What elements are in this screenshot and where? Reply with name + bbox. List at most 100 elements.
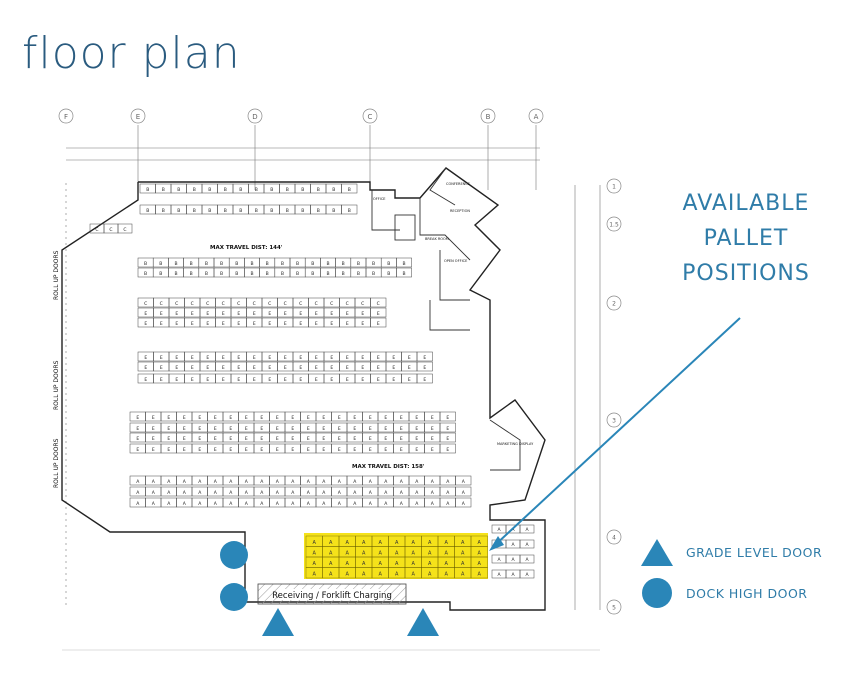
rack-cell-label: E <box>315 365 318 371</box>
rack-cell-label: C <box>268 301 271 307</box>
rack-cell-label: E <box>214 415 217 421</box>
grid-bubble-label: D <box>252 113 257 121</box>
rack-cell-label: E <box>369 447 372 453</box>
rack-cell-label: B <box>326 261 329 267</box>
rack-cell <box>439 432 456 443</box>
rack-cell-label: B <box>250 271 253 277</box>
rack-cell-label: B <box>208 208 211 214</box>
legend-grade-level-door: GRADE LEVEL DOOR <box>640 537 822 567</box>
pallet-cell-label: A <box>362 551 366 557</box>
rack-cell-label: E <box>198 436 201 442</box>
grade-level-door-marker <box>262 608 294 636</box>
rack-cell-label: A <box>245 501 249 507</box>
rack-cell-label: E <box>160 377 163 383</box>
rack-cell-label: B <box>387 261 390 267</box>
dock-high-door-marker <box>220 583 248 611</box>
rack-cell-label: E <box>353 415 356 421</box>
rack-cell-label: A <box>446 501 450 507</box>
rack-cell-label: E <box>198 415 201 421</box>
rack-cell-label: A <box>167 490 171 496</box>
rack-cell-label: E <box>175 355 178 361</box>
rack-cell-label: E <box>175 311 178 317</box>
rack-cell-label: E <box>299 311 302 317</box>
rack-cell-label: E <box>284 365 287 371</box>
rack-cell-label: C <box>160 301 163 307</box>
rack-cell-label: A <box>497 557 501 563</box>
rack-cell-label: A <box>276 490 280 496</box>
row-bubble-label: 1.5 <box>609 222 619 229</box>
pallet-cell-label: A <box>313 561 317 567</box>
rack-cell-label: A <box>384 501 388 507</box>
rack-cell-label: A <box>198 490 202 496</box>
rack-cell-label: C <box>237 301 240 307</box>
rack-cell <box>370 307 387 318</box>
callout-line-2: PALLET <box>703 226 789 251</box>
rack-cell-label: A <box>446 490 450 496</box>
rack-cell-label: C <box>377 301 380 307</box>
rack-cell <box>519 539 535 549</box>
rack-cell-label: E <box>330 321 333 327</box>
rack-cell-label: E <box>346 355 349 361</box>
rack-cell <box>455 497 472 508</box>
rack-cell-label: E <box>245 415 248 421</box>
rack-cell-label: B <box>162 208 165 214</box>
rack-cell-label: E <box>307 415 310 421</box>
rack-cell-label: B <box>205 261 208 267</box>
rack-cell-label: A <box>276 501 280 507</box>
rack-cell-label: E <box>446 415 449 421</box>
rack-cell-label: E <box>369 436 372 442</box>
rack-cell-label: C <box>315 301 318 307</box>
rack-cell-label: E <box>284 321 287 327</box>
rack-cell-label: C <box>206 301 209 307</box>
rack-cell-label: E <box>415 436 418 442</box>
pallet-cell-label: A <box>346 572 350 578</box>
rack-cell-label: E <box>136 436 139 442</box>
rack-cell-label: B <box>357 261 360 267</box>
rack-cell-label: E <box>206 377 209 383</box>
rack-cell-label: A <box>525 542 529 548</box>
rack-cell <box>439 422 456 433</box>
rack-cell-label: A <box>167 479 171 485</box>
rack-cell-label: E <box>338 436 341 442</box>
building-outline <box>61 167 546 611</box>
highlight-fill <box>304 533 488 579</box>
row-bubble <box>606 295 622 311</box>
rack-cell-label: A <box>462 479 466 485</box>
rack-cell-label: A <box>462 490 466 496</box>
rack-cell-label: E <box>268 321 271 327</box>
rack-cell-label: A <box>384 490 388 496</box>
pallet-cell-label: A <box>313 572 317 578</box>
roll-up-doors-label-1: ROLL UP DOORS <box>53 250 60 300</box>
pallet-cell-label: A <box>379 561 383 567</box>
rack-cell-label: E <box>423 377 426 383</box>
rack-cell-label: E <box>214 426 217 432</box>
pallet-cell-label: A <box>395 540 399 546</box>
pallet-cell-label: A <box>329 561 333 567</box>
rack-cell <box>370 317 387 328</box>
rack-cell-label: B <box>317 208 320 214</box>
rack-cell-label: E <box>291 447 294 453</box>
rack-cell <box>341 183 358 194</box>
rack-cell-label: A <box>229 479 233 485</box>
rack-cell-label: E <box>167 415 170 421</box>
rack-cell <box>396 267 412 278</box>
rack-cell-label: E <box>400 447 403 453</box>
rack-cell <box>117 223 133 234</box>
rack-cell-label: A <box>245 479 249 485</box>
rack-cell-label: E <box>284 311 287 317</box>
rack-cell-label: B <box>286 187 289 193</box>
rack-cell-label: C <box>144 301 147 307</box>
rack-cell-label: B <box>250 261 253 267</box>
rack-cell-label: E <box>191 377 194 383</box>
rack-cell-label: A <box>307 490 311 496</box>
rack-cell-label: E <box>408 355 411 361</box>
legend-label: DOCK HIGH DOOR <box>686 585 808 601</box>
rack-cell-label: B <box>348 187 351 193</box>
rack-cell-label: E <box>299 365 302 371</box>
rack-cell-label: E <box>144 311 147 317</box>
rack-cell-label: B <box>193 208 196 214</box>
rack-cell <box>519 524 535 534</box>
room-label-conference: CONFERENCE <box>446 182 470 186</box>
rack-cell-label: E <box>260 426 263 432</box>
